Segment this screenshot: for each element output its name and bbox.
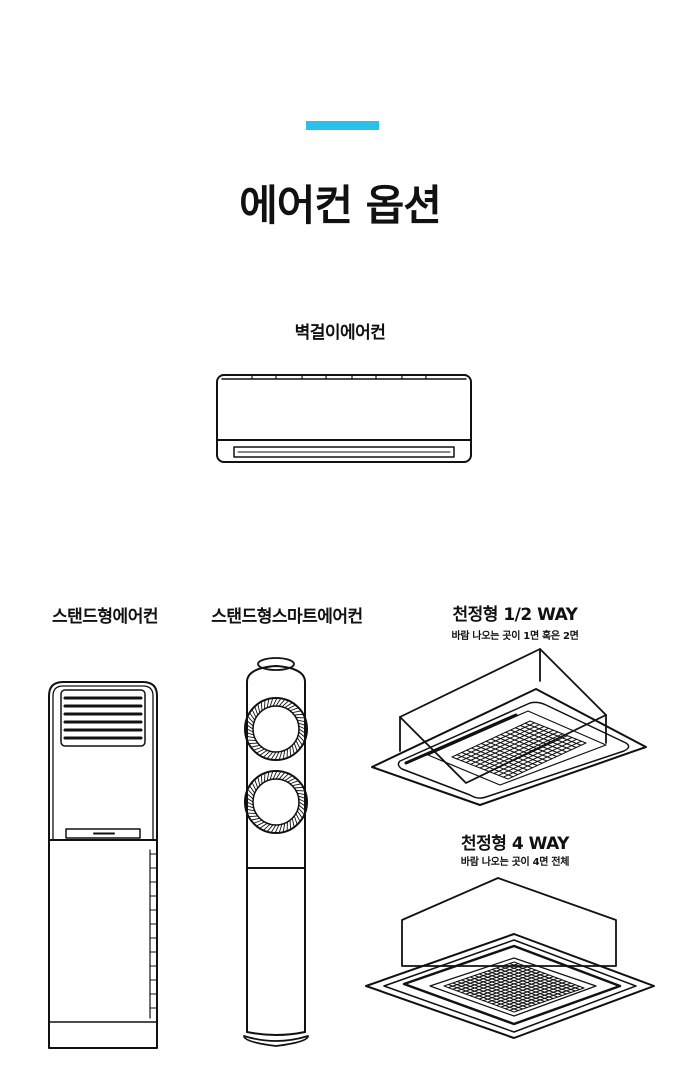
ceiling-2way-label: 천정형 1/2 WAY (452, 605, 578, 625)
ceiling-cassette-4way-illustration (365, 877, 655, 1039)
ceiling-cassette-2way-illustration (371, 648, 647, 806)
ceiling-2way-subtitle: 바람 나오는 곳이 1면 혹은 2면 (451, 631, 579, 642)
stand-ac-illustration (48, 681, 158, 1049)
stand-smart-ac-label: 스탠드형스마트에어컨 (211, 607, 363, 627)
stand-smart-ac-illustration (243, 657, 309, 1047)
wall-mounted-ac-illustration (216, 374, 472, 463)
title-accent-bar (306, 121, 379, 130)
wall-ac-label: 벽걸이에어컨 (294, 323, 386, 343)
stand-ac-label: 스탠드형에어컨 (52, 607, 158, 627)
ceiling-4way-label: 천정형 4 WAY (461, 834, 569, 854)
page-title: 에어컨 옵션 (239, 181, 442, 230)
ceiling-4way-subtitle: 바람 나오는 곳이 4면 전체 (460, 857, 570, 868)
